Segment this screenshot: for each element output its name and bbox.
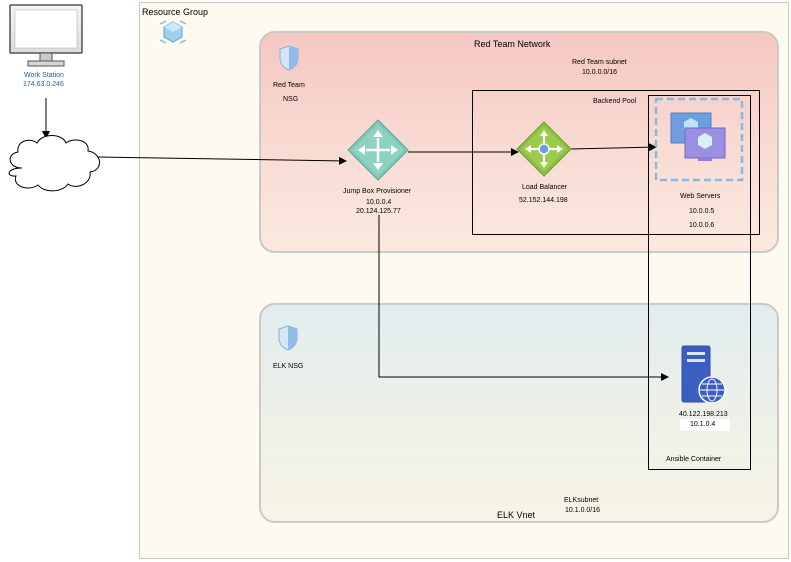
load-balancer-icon (516, 121, 572, 177)
jumpbox-to-elk-arrow (378, 215, 669, 381)
web-servers-icon (654, 97, 744, 182)
backend-pool-label: Backend Pool (593, 98, 637, 105)
workstation-name: Work Station (24, 72, 64, 79)
elk-private-ip: 10.1.0.4 (690, 421, 716, 428)
jumpbox-private-ip: 10.0.0.4 (366, 199, 392, 206)
jumpbox-router-icon (347, 119, 409, 181)
workstation-ip: 174.63.0.246 (23, 81, 64, 88)
resource-group-icon (159, 20, 187, 44)
elk-ip-highlight (680, 419, 730, 431)
internet-to-jumpbox-arrow (97, 156, 347, 165)
lb-to-webservers-arrow (569, 143, 657, 152)
web-server-ip-2: 10.0.0.6 (689, 222, 715, 229)
elk-vnet (259, 303, 779, 523)
ansible-container-box (648, 95, 751, 470)
resource-group-label: Resource Group (142, 7, 209, 17)
red-team-nsg-label-2: NSG (283, 96, 299, 103)
load-balancer-name: Load Balancer (522, 184, 568, 191)
red-team-subnet-name: Red Team subnet (572, 59, 627, 66)
jumpbox-name: Jump Box Provisioner (343, 188, 412, 195)
elk-nsg-shield-icon (278, 325, 298, 351)
elk-public-ip: 40.122.198.213 (679, 411, 728, 418)
red-team-network-title: Red Team Network (474, 39, 551, 49)
elk-server-icon (681, 345, 726, 404)
internet-cloud-icon (8, 135, 100, 192)
red-team-nsg-label-1: Red Team (273, 82, 305, 89)
red-team-subnet-cidr: 10.0.0.0/16 (582, 69, 618, 76)
backend-pool-box (472, 90, 760, 235)
elk-nsg-label: ELK NSG (273, 363, 304, 370)
web-servers-name: Web Servers (680, 193, 721, 200)
elk-vnet-title: ELK Vnet (497, 510, 536, 520)
elk-subnet-name: ELKsubnet (564, 497, 599, 504)
web-server-ip-1: 10.0.0.5 (689, 208, 715, 215)
workstation-icon (9, 4, 83, 67)
jumpbox-public-ip: 20.124.125.77 (356, 208, 401, 215)
load-balancer-ip: 52.152.144.198 (519, 197, 568, 204)
red-team-nsg-shield-icon (279, 45, 299, 71)
elk-subnet-cidr: 10.1.0.0/16 (565, 507, 601, 514)
ansible-container-label: Ansible Container (666, 456, 722, 463)
